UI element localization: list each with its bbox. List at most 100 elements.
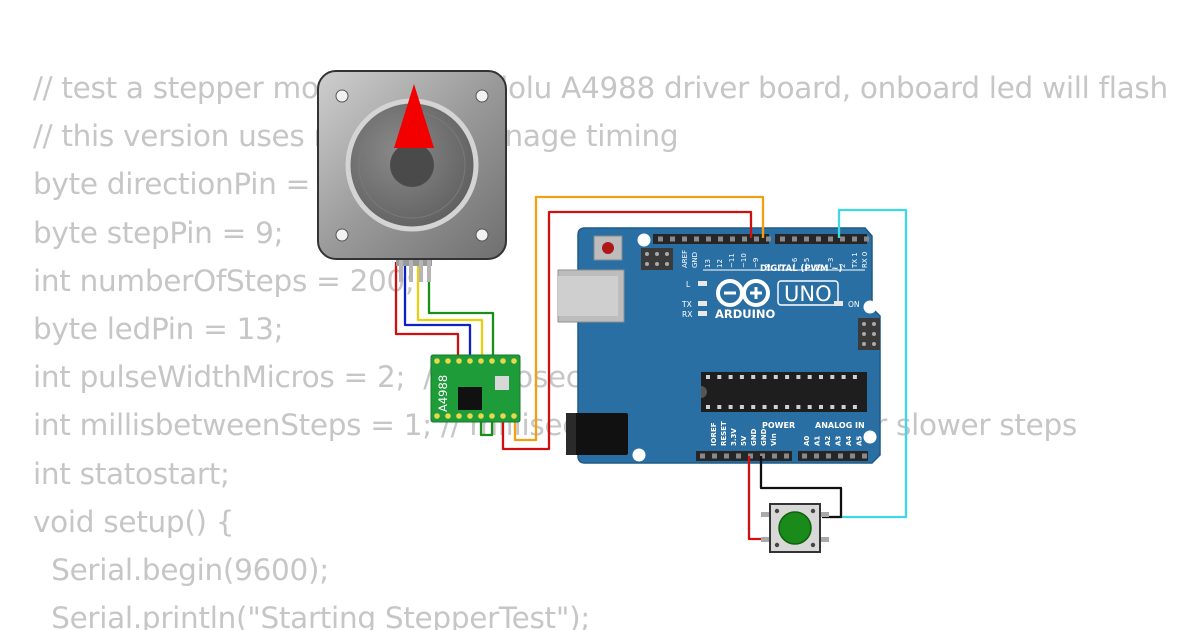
mounting-hole (863, 430, 877, 444)
digital-label: DIGITAL (PWM ~) (760, 264, 842, 274)
pin-hole (748, 453, 753, 459)
driver-label: A4988 (436, 375, 450, 412)
led-on (834, 301, 843, 306)
digital-pin-label: ~9 (752, 258, 760, 268)
wire-green-motor (427, 262, 495, 360)
power-pin-label: 3.3V (730, 428, 738, 446)
analog-pin-label: A0 (803, 436, 811, 446)
pin-hole (760, 453, 765, 459)
led-rx (698, 311, 707, 316)
wire-blue-motor (403, 262, 472, 360)
wire-black-gnd (759, 456, 843, 519)
stepper-motor[interactable] (317, 70, 507, 282)
digital-pin-label: ~3 (827, 258, 835, 268)
pin-hole (742, 236, 747, 242)
digital-pin-label: TX 1 (851, 252, 859, 269)
digital-pin-label: 4 (815, 263, 823, 268)
pin-hole (718, 236, 723, 242)
driver-pin (445, 358, 451, 364)
digital-pin-label: GND (691, 252, 699, 268)
pin-hole (724, 453, 729, 459)
wire-orange-dir (513, 195, 765, 442)
motor-pointer-icon (394, 84, 434, 148)
code-line: void setup() { (33, 504, 235, 539)
pin-hole (736, 453, 741, 459)
power-pin-label: GND (750, 428, 758, 446)
pin-hole (804, 236, 809, 242)
digital-pin-label: 13 (704, 259, 712, 268)
wire-yellow-motor (416, 262, 484, 360)
driver-pin (456, 413, 462, 419)
pin-hole (712, 453, 717, 459)
digital-pin-label: ~6 (791, 257, 799, 268)
pin-hole (700, 453, 705, 459)
wire-red-motor (394, 262, 460, 360)
pin-hole (864, 236, 869, 242)
pin-hole (802, 453, 807, 459)
pin-hole (772, 453, 777, 459)
screw-icon (475, 89, 489, 103)
tx-label: TX (681, 300, 692, 309)
a4988-driver[interactable]: A4988 (430, 354, 521, 423)
driver-pin (467, 413, 473, 419)
pin-hole (658, 236, 663, 242)
pin-hole (816, 236, 821, 242)
pin-hole (694, 236, 699, 242)
pin-hole (862, 453, 867, 459)
driver-pin (467, 358, 473, 364)
code-line: int statostart; (33, 456, 230, 491)
pin-hole (840, 236, 845, 242)
atmega-chip (701, 372, 867, 412)
pin-hole (850, 453, 855, 459)
on-label: ON (848, 300, 860, 309)
analog-pin-label: A4 (845, 436, 853, 446)
digital-pin-label: 12 (716, 259, 724, 268)
motor-connector (396, 258, 432, 266)
code-line: Serial.println("Starting StepperTest"); (33, 601, 590, 630)
digital-pin-label: 2 (839, 264, 847, 268)
code-line: int pulseWidthMicros = 2; // microsecond… (33, 360, 652, 395)
power-pin-label: Vin (770, 433, 778, 446)
analog-pin-label: A3 (835, 436, 843, 446)
pin-hole (814, 453, 819, 459)
code-line: byte stepPin = 9; (33, 215, 284, 250)
push-button[interactable] (761, 503, 829, 553)
button-cap[interactable] (778, 511, 812, 545)
power-pin-label: IOREF (710, 422, 718, 446)
arduino-brand: ARDUINO (715, 307, 776, 321)
pin-hole (792, 236, 797, 242)
screw-icon (475, 228, 489, 242)
led-l-label: L (686, 280, 691, 289)
pin-hole (706, 236, 711, 242)
analog-pin-label: A2 (824, 436, 832, 446)
wire-red-step (501, 210, 753, 451)
mounting-hole (637, 233, 651, 247)
icsp-header-right (858, 318, 880, 350)
pin-hole (826, 453, 831, 459)
pin-hole (754, 236, 759, 242)
driver-pin (478, 413, 484, 419)
pin-hole (852, 236, 857, 242)
power-jack (566, 413, 628, 455)
motor-shaft (390, 143, 434, 187)
mounting-hole (632, 448, 646, 462)
digital-pin-label: 8 (764, 264, 772, 268)
power-pin-label: GND (760, 428, 768, 446)
wire-cyan-pin2 (822, 208, 908, 519)
digital-pin-label: AREF (681, 250, 689, 268)
power-pin-label: RESET (720, 421, 728, 446)
driver-pin (456, 358, 462, 364)
pin-hole (682, 236, 687, 242)
wire-green-gnd (479, 420, 494, 437)
digital-pin-label: RX 0 (861, 252, 869, 268)
driver-pin (500, 413, 506, 419)
led-l (698, 281, 707, 286)
driver-pin (500, 358, 506, 364)
analog-header (798, 451, 868, 461)
pin-hole (784, 453, 789, 459)
